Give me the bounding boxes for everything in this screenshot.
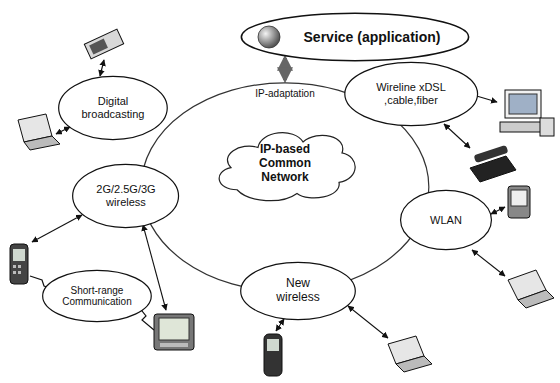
access-ellipse: Wireline xDSL ,cable,fiber	[344, 62, 478, 126]
laptop	[508, 270, 554, 308]
telephone	[470, 145, 516, 182]
node-text-group: 2G/2.5G/3G wireless	[91, 183, 161, 208]
mobile-phone	[10, 244, 28, 284]
node-text-group: Digital broadcasting	[77, 95, 149, 120]
access-ellipse: 2G/2.5G/3G wireless	[72, 164, 179, 228]
node-label: Wireline xDSL ,cable,fiber	[366, 81, 456, 106]
node-label: IP-adaptation	[255, 88, 315, 100]
node-label: New wireless	[270, 277, 326, 305]
node-text-group: New wireless	[270, 277, 326, 305]
device-arrow	[100, 60, 104, 76]
device-arrow	[32, 215, 82, 242]
node-text-group: Short-range Communication	[61, 285, 133, 308]
node-label: Digital broadcasting	[77, 95, 149, 120]
node-label: Service (application)	[304, 29, 441, 45]
desktop-computer	[500, 90, 554, 136]
cloud-path	[219, 133, 355, 201]
ellipse-outline	[241, 13, 468, 60]
node-text-group: IP-based Common Network	[239, 143, 331, 184]
node-text-group: Service (application)	[304, 29, 441, 45]
access-ellipse: Short-range Communication	[42, 270, 152, 322]
pc-card	[84, 29, 123, 59]
laptop	[388, 336, 432, 372]
ellipse-outline	[401, 190, 492, 249]
laptop	[18, 114, 60, 150]
double-arrow	[283, 58, 287, 80]
access-ellipse: Digital broadcasting	[58, 76, 168, 140]
device-arrow	[348, 306, 388, 338]
node-label: WLAN	[430, 214, 462, 227]
node-label: IP-based Common Network	[239, 143, 331, 184]
ellipse-outline	[73, 164, 179, 227]
device-arrow	[276, 319, 284, 331]
globe-icon	[256, 24, 282, 50]
service-ellipse: Service (application)	[240, 13, 470, 61]
access-ellipse: WLAN	[400, 190, 492, 250]
node-text-group: Wireline xDSL ,cable,fiber	[366, 81, 456, 106]
mobile-phone	[264, 334, 282, 376]
device-arrow	[56, 127, 70, 134]
device-arrow	[472, 250, 505, 276]
network-cloud: IP-based Common Network	[210, 118, 360, 210]
access-ellipse: New wireless	[240, 262, 356, 320]
node-label: Short-range Communication	[61, 285, 133, 308]
node-text-group: WLAN	[430, 214, 462, 227]
ellipse-outline	[43, 270, 152, 321]
device-arrow	[491, 207, 505, 214]
node-text-group: IP-adaptation	[255, 88, 315, 100]
node-label: 2G/2.5G/3G wireless	[91, 183, 161, 208]
device-arrow	[444, 124, 470, 148]
handheld-terminal	[154, 314, 194, 350]
pda	[508, 186, 530, 218]
ellipse-outline	[59, 76, 168, 139]
ellipse-outline	[345, 62, 478, 125]
ellipse-outline	[241, 262, 356, 319]
